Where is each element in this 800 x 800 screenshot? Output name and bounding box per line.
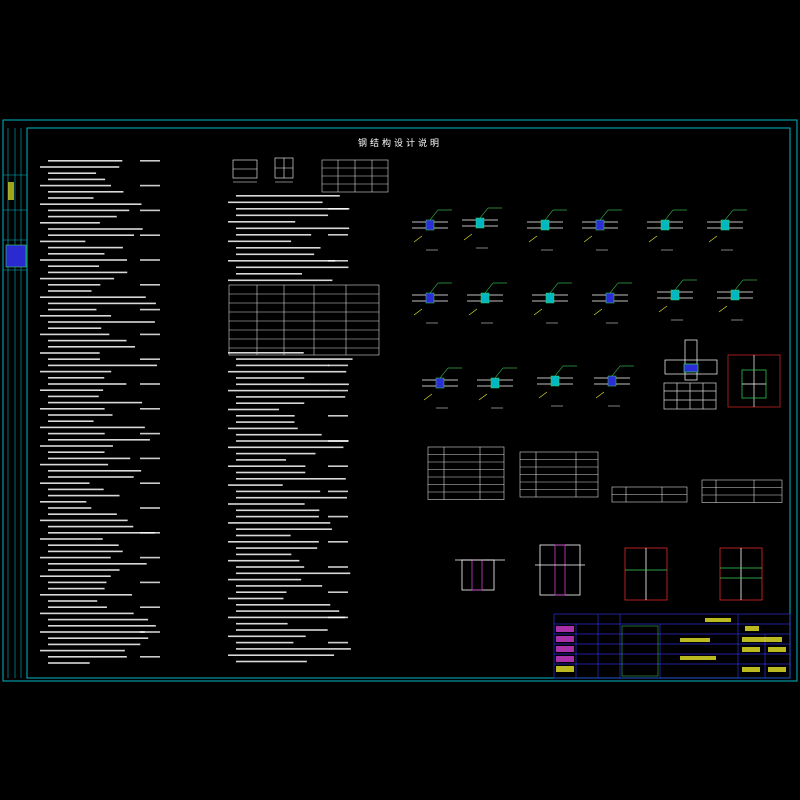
section-detail-top xyxy=(232,157,294,183)
weld-schedule-tables xyxy=(427,446,783,503)
connection-details-bottom xyxy=(455,544,763,601)
steel-grade-table xyxy=(321,159,389,193)
inner-border xyxy=(26,127,791,679)
weld-size-table xyxy=(228,284,380,356)
notes-column-2 xyxy=(228,195,353,663)
outer-border xyxy=(2,119,798,682)
notes-column-1 xyxy=(40,160,160,664)
title-block xyxy=(553,613,791,679)
weld-details xyxy=(412,207,757,409)
drawing-title: 钢结构设计说明 xyxy=(357,139,442,149)
beam-column-detail xyxy=(663,339,781,410)
binding-strip xyxy=(3,128,27,678)
